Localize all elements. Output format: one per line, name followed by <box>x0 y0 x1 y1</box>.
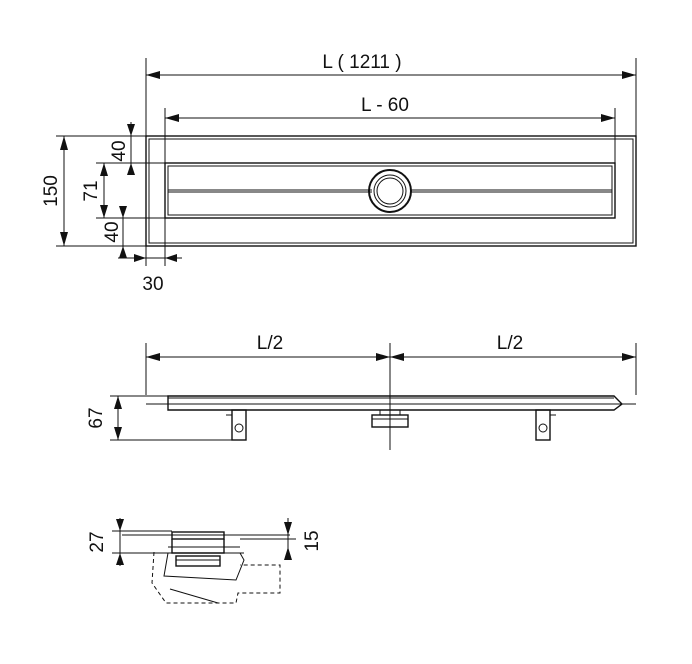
side-view <box>146 395 636 441</box>
half-left-label: L/2 <box>257 333 283 354</box>
dim-section-top: 15 <box>240 518 323 560</box>
grate-width-label: 71 <box>81 180 102 201</box>
dim-grate-width: 71 <box>81 162 165 219</box>
dim-length-grate: L - 60 <box>164 95 616 163</box>
top-margin-label: 40 <box>109 140 130 161</box>
dim-bottom-margin: 40 <box>102 206 127 258</box>
dim-section-height: 27 <box>87 518 172 566</box>
right-support-foot <box>532 409 556 441</box>
length-total-label: L ( 1211 ) <box>322 52 401 73</box>
section-height-label: 27 <box>87 531 108 552</box>
dim-length-total: L ( 1211 ) <box>145 52 637 136</box>
left-support-foot <box>226 409 250 441</box>
top-view <box>145 135 637 247</box>
outlet-circle <box>368 169 412 213</box>
install-height-label: 67 <box>86 407 107 428</box>
dim-end-margin: 30 <box>118 218 182 295</box>
height-total-label: 150 <box>41 175 62 207</box>
length-grate-label: L - 60 <box>361 95 409 116</box>
section-view <box>122 531 290 604</box>
drain-frame-outline <box>145 135 637 247</box>
end-margin-label: 30 <box>142 274 163 295</box>
half-right-label: L/2 <box>497 333 523 354</box>
section-top-label: 15 <box>302 530 323 551</box>
dim-top-margin: 40 <box>109 122 165 175</box>
dim-half-lengths: L/2 L/2 <box>145 333 637 450</box>
dim-install-height: 67 <box>86 395 232 441</box>
bottom-margin-label: 40 <box>102 221 123 242</box>
drain-channel <box>164 162 616 219</box>
